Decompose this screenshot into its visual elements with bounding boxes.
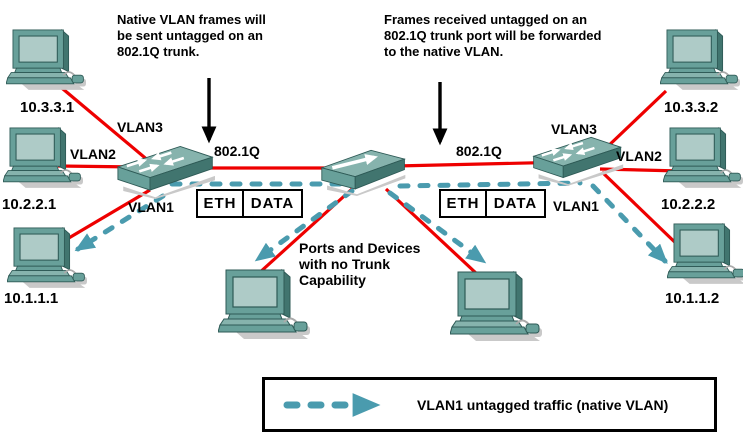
vlan1-label-right: VLAN1: [553, 198, 599, 214]
frame-eth-field-right: ETH: [441, 191, 487, 216]
frame-tag-box-right: ETH DATA: [439, 189, 546, 218]
vlan3-label-right: VLAN3: [551, 121, 597, 137]
switch-center-icon: [322, 150, 406, 196]
pc-icon-center-right: [450, 271, 542, 342]
frame-data-field-left: DATA: [250, 195, 295, 212]
native-flow-to-center-right-pc: [387, 190, 487, 264]
trunk-label-left: 802.1Q: [214, 143, 260, 159]
access-link-host-10331: [55, 82, 152, 164]
vlan2-label-right: VLAN2: [616, 148, 662, 164]
access-link-host-10112: [600, 170, 686, 253]
pc-icon-10111: [7, 227, 87, 289]
frame-eth-field-left: ETH: [198, 191, 244, 216]
access-link-host-10111: [56, 188, 151, 247]
native-flow-trunk-right: [397, 180, 583, 189]
vlan1-label-left: VLAN1: [128, 199, 174, 215]
annotation-frames-forwarded: Frames received untagged on an 802.1Q tr…: [384, 12, 602, 59]
frame-data-field-right: DATA: [493, 195, 538, 212]
annotation-native-vlan: Native VLAN frames will be sent untagged…: [117, 12, 266, 59]
ip-label-10221: 10.2.2.1: [2, 196, 57, 213]
ip-label-10222: 10.2.2.2: [661, 196, 716, 213]
pc-icon-10112: [667, 223, 743, 285]
access-link-center-right-pc: [384, 187, 479, 276]
access-link-host-10332: [602, 89, 668, 152]
frame-tag-box-left: ETH DATA: [196, 189, 303, 218]
pc-icon-10222: [663, 127, 743, 189]
trunk-label-right: 802.1Q: [456, 143, 502, 159]
ip-label-10332: 10.3.3.2: [664, 99, 719, 116]
pc-icon-10332: [660, 29, 740, 91]
legend-label: VLAN1 untagged traffic (native VLAN): [417, 396, 669, 413]
vlan3-label-left: VLAN3: [117, 119, 163, 135]
ip-label-10331: 10.3.3.1: [20, 99, 75, 116]
ip-label-10112: 10.1.1.2: [665, 290, 720, 307]
pc-icon-10331: [6, 29, 86, 91]
annotation-no-trunk: Ports and Devices with no Trunk Capabili…: [299, 240, 421, 288]
ip-label-10111: 10.1.1.1: [4, 290, 59, 307]
native-flow-to-center-left-pc: [254, 188, 355, 262]
legend-box: VLAN1 untagged traffic (native VLAN): [262, 377, 717, 432]
native-flow-to-10111: [74, 193, 166, 252]
native-flow-to-10112: [590, 183, 668, 264]
pc-icon-center-left: [218, 269, 310, 340]
legend-dashed-arrow-icon: [283, 392, 381, 417]
vlan2-label-left: VLAN2: [70, 146, 116, 162]
native-vlan-flows: [74, 180, 668, 264]
